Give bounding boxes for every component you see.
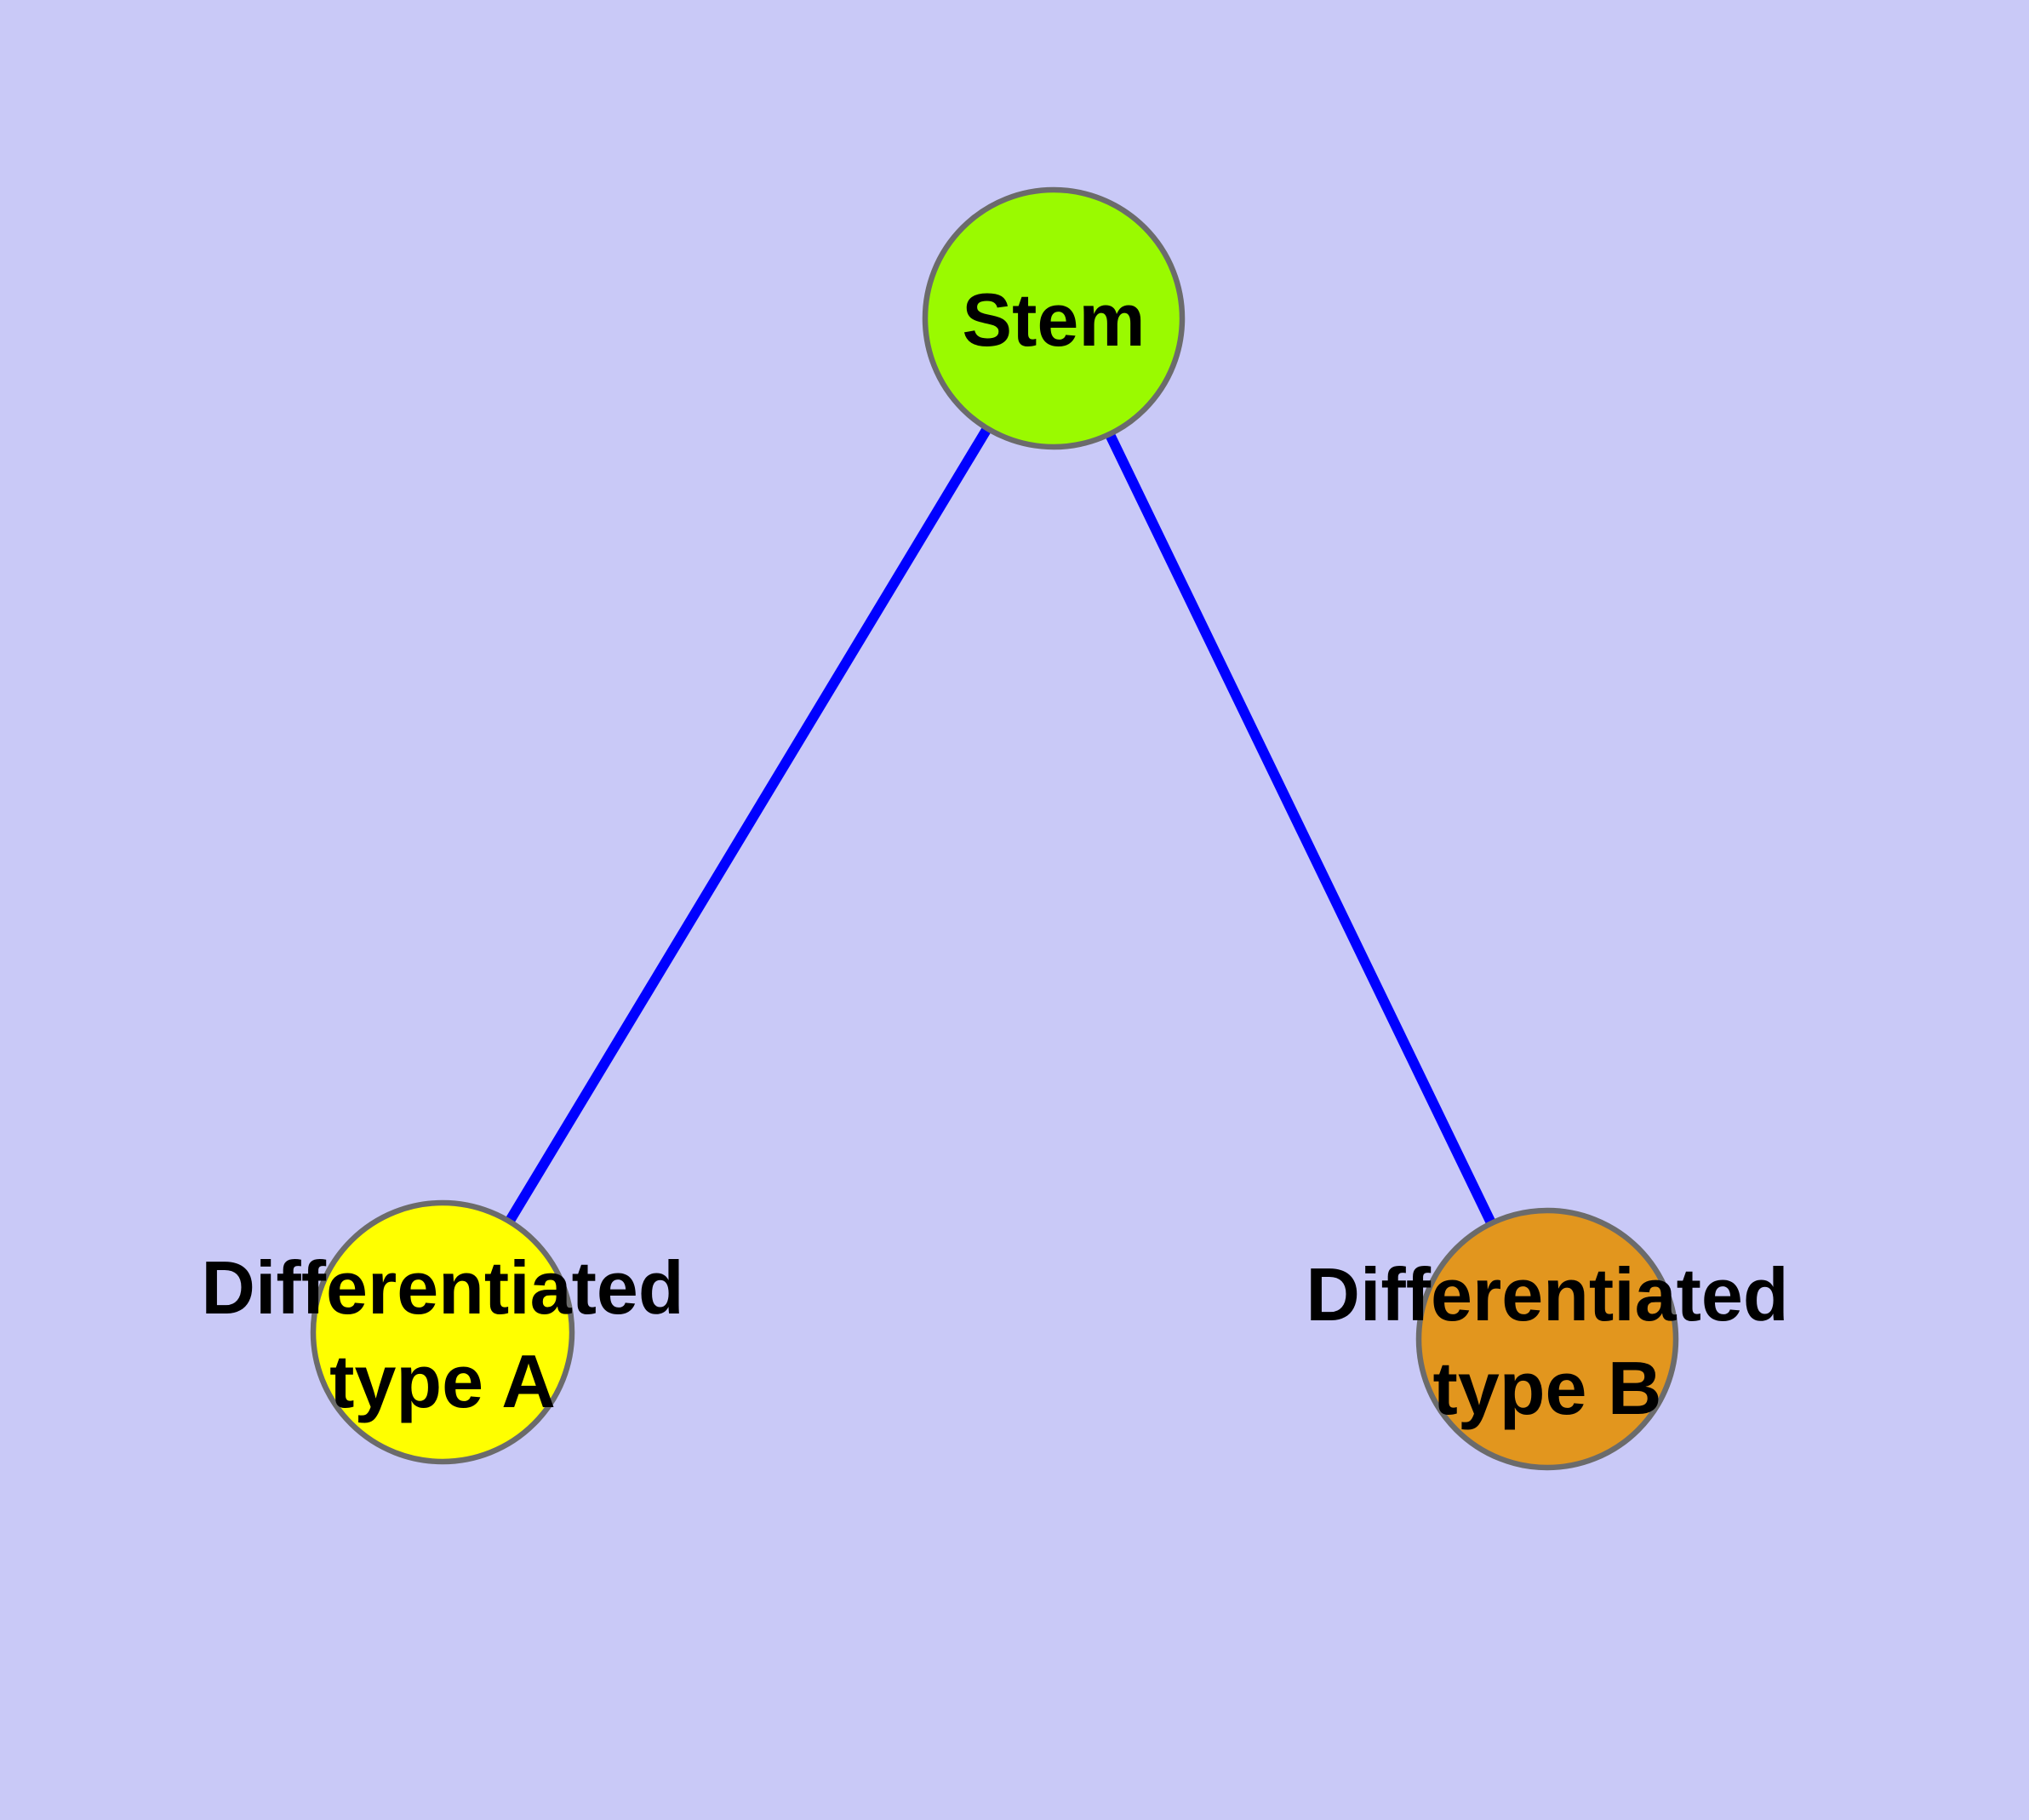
node-differentiated-type-a-circle[interactable]	[310, 1199, 575, 1465]
edge-stem-to-type-b	[1049, 316, 1552, 1342]
node-differentiated-type-b-label-line1: Differentiated	[1306, 1252, 1788, 1336]
node-differentiated-type-b-label-line2: type B	[1433, 1346, 1662, 1430]
node-stem-label: Stem	[962, 278, 1145, 362]
node-differentiated-type-a-label-line1: Differentiated	[201, 1245, 683, 1330]
edge-stem-to-type-a	[437, 315, 1059, 1336]
node-stem-circle[interactable]	[922, 186, 1186, 450]
node-differentiated-type-a-label-line2: type A	[329, 1339, 556, 1423]
node-differentiated-type-b-circle[interactable]	[1415, 1207, 1679, 1471]
